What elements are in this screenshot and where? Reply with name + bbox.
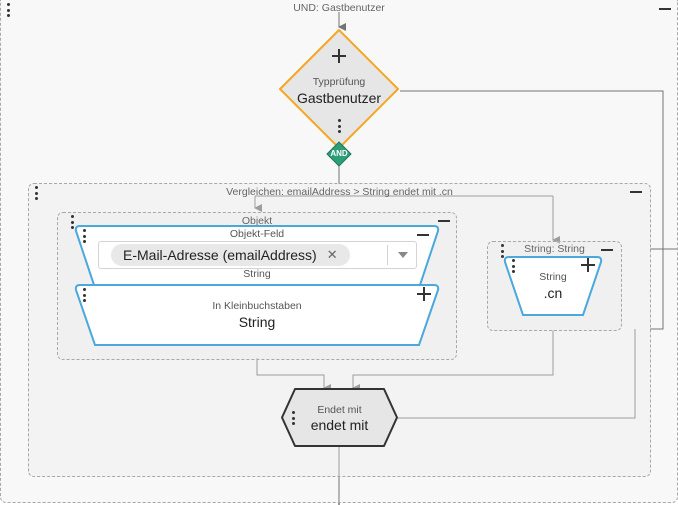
and-badge-text: AND bbox=[330, 149, 348, 158]
and-badge[interactable]: AND bbox=[326, 141, 352, 167]
type-check-add-icon[interactable] bbox=[332, 49, 346, 63]
string-value: .cn bbox=[543, 285, 563, 301]
ends-with-menu-icon[interactable] bbox=[291, 411, 295, 425]
string-label: String bbox=[539, 271, 567, 283]
string-shape bbox=[503, 256, 603, 316]
root-menu-icon[interactable] bbox=[6, 3, 10, 17]
lowercase-shape bbox=[74, 284, 440, 346]
lowercase-value: String bbox=[238, 314, 276, 330]
string-group-menu-icon[interactable] bbox=[500, 244, 504, 258]
ends-with-label: Endet mit bbox=[317, 404, 362, 416]
field-chip-text: E-Mail-Adresse (emailAddress) bbox=[123, 247, 317, 263]
object-field-collapse-icon[interactable] bbox=[417, 234, 429, 236]
type-check-value: Gastbenutzer bbox=[296, 90, 382, 106]
field-select[interactable]: E-Mail-Adresse (emailAddress) ✕ bbox=[98, 241, 417, 269]
string-node[interactable]: String .cn bbox=[503, 256, 603, 316]
lowercase-label: In Kleinbuchstaben bbox=[212, 300, 302, 312]
root-group-title: UND: Gastbenutzer bbox=[293, 2, 385, 14]
chip-remove-icon[interactable]: ✕ bbox=[326, 247, 338, 262]
object-field-label: Objekt-Feld bbox=[229, 228, 285, 240]
compare-group-title: Vergleichen: emailAddress > String endet… bbox=[226, 186, 453, 198]
field-select-divider bbox=[387, 245, 388, 265]
object-field-menu-icon[interactable] bbox=[82, 229, 86, 243]
type-check-label: Typprüfung bbox=[312, 76, 366, 88]
object-group-title: Objekt bbox=[241, 215, 273, 227]
ends-with-value: endet mit bbox=[310, 417, 369, 433]
lowercase-add-icon[interactable] bbox=[417, 287, 431, 301]
lowercase-menu-icon[interactable] bbox=[82, 288, 86, 302]
object-field-type: String bbox=[243, 268, 271, 280]
type-check-node[interactable]: Typprüfung Gastbenutzer bbox=[278, 28, 400, 150]
field-chip[interactable]: E-Mail-Adresse (emailAddress) ✕ bbox=[111, 244, 350, 266]
ends-with-shape bbox=[281, 388, 398, 447]
object-field-node[interactable]: Objekt-Feld E-Mail-Adresse (emailAddress… bbox=[74, 225, 440, 289]
and-badge-shape bbox=[326, 141, 352, 167]
root-collapse-icon[interactable] bbox=[659, 8, 671, 10]
type-check-menu-icon[interactable] bbox=[337, 119, 341, 133]
string-group-collapse-icon[interactable] bbox=[601, 249, 613, 251]
string-add-icon[interactable] bbox=[581, 258, 595, 272]
object-menu-icon[interactable] bbox=[70, 215, 74, 229]
lowercase-node[interactable]: In Kleinbuchstaben String bbox=[74, 284, 440, 346]
string-menu-icon[interactable] bbox=[511, 259, 515, 273]
compare-menu-icon[interactable] bbox=[34, 186, 38, 200]
dropdown-caret-icon[interactable] bbox=[398, 252, 408, 258]
compare-collapse-icon[interactable] bbox=[630, 191, 642, 193]
string-group-title: String: String bbox=[524, 243, 585, 255]
object-collapse-icon[interactable] bbox=[438, 220, 450, 222]
ends-with-node[interactable]: Endet mit endet mit bbox=[281, 388, 398, 447]
